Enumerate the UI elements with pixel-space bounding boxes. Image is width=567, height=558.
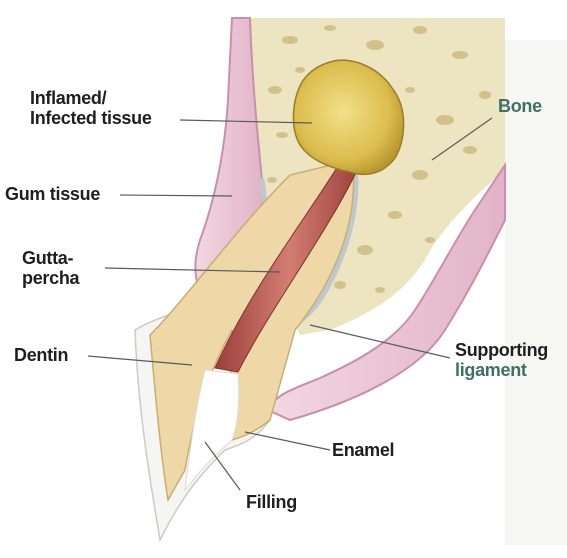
label-bone-text: Bone <box>498 96 542 116</box>
label-gutta-percha: Gutta- percha <box>22 248 79 288</box>
label-gum-text: Gum tissue <box>5 184 100 204</box>
label-filling-text: Filling <box>246 492 297 512</box>
label-gutta-line2: percha <box>22 268 79 288</box>
label-supporting-ligament: Supporting ligament <box>455 340 548 380</box>
label-enamel-text: Enamel <box>332 440 394 460</box>
label-supporting-line1: Supporting <box>455 340 548 360</box>
label-gutta-line1: Gutta- <box>22 248 79 268</box>
label-bone: Bone <box>498 96 542 116</box>
label-dentin: Dentin <box>14 345 68 365</box>
label-inflamed-line2: Infected tissue <box>30 108 152 128</box>
label-inflamed-line1: Inflamed/ <box>30 88 152 108</box>
label-dentin-text: Dentin <box>14 345 68 365</box>
label-enamel: Enamel <box>332 440 394 460</box>
label-supporting-line2: ligament <box>455 360 548 380</box>
label-filling: Filling <box>246 492 297 512</box>
label-inflamed-tissue: Inflamed/ Infected tissue <box>30 88 152 128</box>
label-gum-tissue: Gum tissue <box>5 184 100 204</box>
